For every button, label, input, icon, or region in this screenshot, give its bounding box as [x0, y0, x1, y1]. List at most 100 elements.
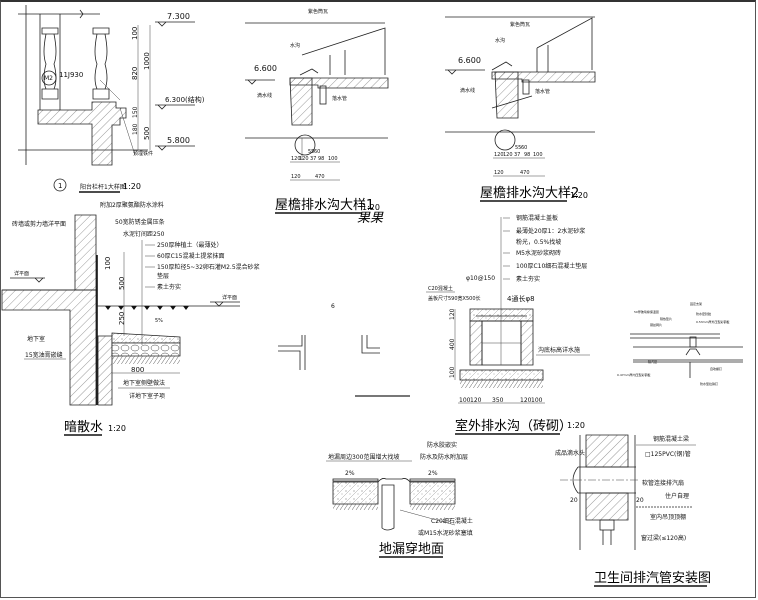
bath-vent-title: 卫生间排汽管安装图	[594, 571, 711, 586]
svg-text:60: 60	[521, 145, 527, 151]
floor-drain-detail: 2% 2% 防水胶嵌实 地漏周边300范围增大找坡 防水及防水附加层 C20细石…	[326, 441, 473, 558]
apron-title: 暗散水	[64, 420, 103, 435]
eave1-label-gutter: 水沟	[290, 42, 300, 49]
apron-dim-800: 800	[131, 366, 144, 374]
eave1-label-tile: 紫色筒瓦	[308, 8, 328, 15]
ref-code: 11J930	[59, 71, 83, 79]
svg-text:470: 470	[520, 170, 530, 176]
center-label: 6	[331, 303, 335, 310]
floor-label-sealant: 防水胶嵌实	[427, 441, 457, 449]
drain-label-c20: C20混凝土	[428, 285, 453, 292]
railing-title: 阳台栏杆1大样图	[80, 183, 126, 191]
vent-label-pipe: □125PVC(钢)管	[645, 450, 691, 458]
drain-label-rebar: φ10@150	[466, 275, 495, 282]
floor-slope-right: 2%	[428, 470, 438, 477]
apron-label-c15: 60厚C15混凝土提浆抹面	[157, 252, 224, 260]
svg-text:98: 98	[318, 156, 324, 162]
floor-slope-left: 2%	[345, 470, 355, 477]
drain-dim-400: 400	[449, 338, 456, 350]
drain-label-bottom: 沟底标高详水施	[538, 346, 580, 354]
svg-text:隔汽层: 隔汽层	[648, 359, 657, 364]
drain-label-cover-size: 盖板尺寸590宽X500长	[428, 295, 481, 302]
eave1-label-drip: 滴水线	[257, 92, 272, 99]
eave2-title: 屋檐排水沟大样2	[480, 186, 579, 201]
svg-text:37: 37	[310, 156, 316, 162]
railing-scale: 1:20	[123, 182, 141, 191]
eave1-subtitle: 果果	[357, 211, 384, 226]
apron-dim-100: 100	[104, 257, 112, 270]
dim-1000: 1000	[143, 52, 151, 70]
svg-text:55: 55	[515, 145, 521, 151]
eave1-label-downpipe: 落水管	[332, 95, 347, 102]
floor-drain-title: 地漏穿地面	[379, 541, 444, 557]
drain-title: 室外排水沟（砖砌）	[455, 418, 572, 434]
eave1-dims-row2: 120 470	[291, 174, 325, 180]
eave-drain-detail-2: 6.600 紫色筒瓦 水沟 滴水线 落水管 120 120 55 60 37 9…	[445, 16, 596, 202]
bath-vent-detail: 钢筋混凝土梁 成品滴水头 □125PVC(钢)管 软管连接排汽扇 住户自理 室内…	[555, 434, 711, 587]
svg-text:固定支架: 固定支架	[690, 301, 702, 306]
apron-label-nail: 水泥钉间距250	[123, 230, 165, 238]
svg-text:120: 120	[291, 174, 301, 180]
outdoor-drain-channel: 钢筋混凝土盖板 最薄处20厚1：2水泥砂浆 粉光，0.5%找坡 M5水泥砂浆砌砖…	[426, 214, 590, 435]
svg-text:100: 100	[328, 156, 338, 162]
apron-slope: 5%	[155, 318, 163, 324]
drain-scale: 1:20	[567, 421, 585, 430]
apron-label-metal-strip: 50宽防锈金属压条	[115, 218, 165, 226]
svg-text:0.47mm厚内压型彩钢板: 0.47mm厚内压型彩钢板	[617, 372, 651, 377]
svg-text:防水密封胶: 防水密封胶	[696, 311, 711, 316]
eave-drain-detail-1: 6.600 紫色筒瓦 水沟 滴水线 落水管 120 120 55 60 37 9…	[245, 8, 389, 226]
apron-label-waterproof: 附加2厚聚氨酯防水涂料	[100, 201, 164, 209]
elevation-5800: 5.800	[167, 136, 190, 145]
eave2-elevation: 6.600	[458, 56, 481, 65]
apron-label-soil: 250厚种植土（最薄处）	[157, 241, 222, 249]
drain-label-brick: M5水泥砂浆砌砖	[516, 249, 561, 257]
drain-dim-120: 120	[449, 308, 456, 320]
vent-dim-left: 20	[570, 497, 578, 504]
dim-500: 500	[143, 127, 151, 140]
elevation-6300: 6.300(结构)	[165, 95, 205, 104]
eave2-label-tile: 紫色筒瓦	[510, 21, 530, 28]
baluster-right	[92, 27, 110, 100]
svg-text:60: 60	[314, 149, 320, 155]
eave2-scale: 1:20	[570, 191, 588, 200]
ref-circle-label: M2	[44, 75, 53, 82]
dim-180: 180	[132, 123, 139, 135]
apron-scale: 1:20	[108, 424, 126, 433]
apron-label-cushion: 垫层	[157, 272, 169, 280]
vent-dim-right: 20	[636, 497, 644, 504]
svg-text:120: 120	[299, 156, 309, 162]
eave1-elevation: 6.600	[254, 64, 277, 73]
apron-label-basement: 地下室	[27, 335, 45, 343]
svg-text:55: 55	[308, 149, 314, 155]
floor-label-waterproof: 防水及防水附加层	[420, 453, 468, 461]
vent-label-ceiling: 室内吊顶顶棚	[650, 513, 686, 521]
drain-dims-horizontal: 100 120 350 120 100	[459, 397, 543, 404]
vent-label-owner: 住户自理	[665, 492, 689, 500]
svg-text:120: 120	[520, 397, 532, 404]
apron-label-side-wall: 地下室侧壁做法	[123, 379, 165, 387]
embedded-plate-note: 预埋铁件	[133, 150, 153, 157]
apron-label-see: 详地下室子项	[129, 392, 165, 400]
dim-150: 150	[132, 106, 139, 118]
drain-label-rebar-long: 4通长φ8	[507, 294, 535, 303]
floor-label-m15: 或M15水泥砂浆塞填	[418, 529, 473, 537]
baluster-left	[41, 27, 59, 100]
svg-text:钢丝网片: 钢丝网片	[650, 322, 662, 327]
level-mark-2: 详平面	[222, 294, 237, 301]
apron-label-compacted: 素土夯实	[157, 283, 181, 291]
eave2-dims-row2: 120 470	[494, 170, 530, 176]
drain-label-mortar: 最薄处20厚1：2水泥砂浆	[516, 227, 585, 235]
svg-text:120: 120	[494, 152, 504, 158]
panel-labels: 50厚玻璃棉保温层 固定支架 防水密封胶 隔热垫片 0.53mm厚外压型彩钢板 …	[617, 301, 730, 386]
svg-text:350: 350	[492, 397, 504, 404]
hidden-apron-detail: 详平面 详平面 100 500 250 800 5% 附加2厚聚氨酯防水涂料 砖…	[1, 201, 260, 436]
apron-dim-250: 250	[118, 312, 126, 325]
svg-text:50厚玻璃棉保温层: 50厚玻璃棉保温层	[634, 309, 659, 314]
roof-panel-detail: 50厚玻璃棉保温层 固定支架 防水密封胶 隔热垫片 0.53mm厚外压型彩钢板 …	[617, 301, 743, 386]
eave2-label-gutter: 水沟	[495, 37, 505, 44]
detail-index-circle	[53, 178, 67, 192]
apron-dim-500: 500	[118, 277, 126, 290]
svg-text:120: 120	[503, 152, 513, 158]
